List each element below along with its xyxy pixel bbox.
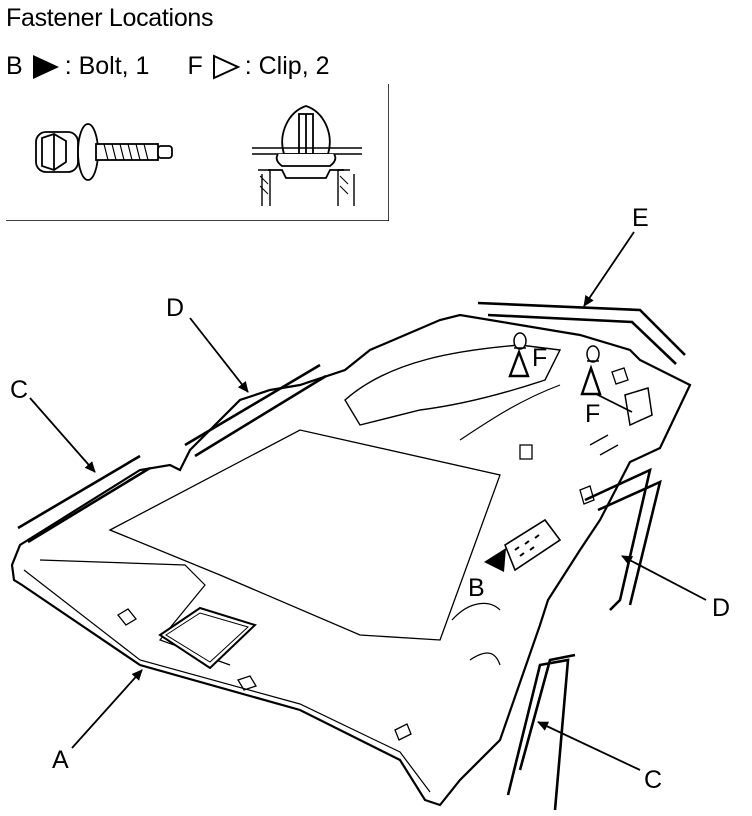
roof-panel bbox=[108, 429, 501, 641]
callout-b: B bbox=[468, 574, 485, 602]
clip-location-triangle-icon-upper bbox=[508, 348, 530, 378]
bolt-illustration bbox=[35, 123, 173, 181]
leader-d-top bbox=[189, 317, 249, 393]
callout-e: E bbox=[632, 204, 649, 232]
clip-letter: F bbox=[187, 52, 203, 80]
leader-c-bottom bbox=[537, 721, 641, 771]
clip-bracket bbox=[624, 387, 653, 427]
trim-strip-e bbox=[477, 301, 686, 365]
clip-location-triangle-icon-lower bbox=[580, 364, 602, 396]
clip-legend-text: : Clip, 2 bbox=[244, 52, 330, 80]
callout-d-right: D bbox=[712, 594, 731, 622]
trim-strip-d-top bbox=[184, 363, 327, 458]
legend-row: B : Bolt, 1 F : Clip, 2 bbox=[6, 52, 330, 81]
fastener-inset-panel bbox=[6, 84, 389, 221]
trim-strip-c-left bbox=[17, 454, 151, 544]
clip-outline-triangle-icon bbox=[212, 53, 241, 80]
bolt-filled-triangle-icon bbox=[32, 54, 59, 79]
leader-c-left bbox=[29, 397, 96, 473]
callout-d-top: D bbox=[166, 294, 185, 322]
trim-strip-d-right bbox=[584, 467, 662, 611]
diagram-title: Fastener Locations bbox=[6, 4, 214, 32]
leader-a bbox=[71, 669, 143, 749]
callout-f-lower: F bbox=[585, 400, 601, 428]
bolt-bracket bbox=[504, 518, 562, 572]
bolt-location-filled-triangle-icon bbox=[484, 548, 506, 572]
headliner-outline bbox=[10, 313, 692, 807]
leader-d-right bbox=[621, 555, 707, 601]
bolt-legend-text: : Bolt, 1 bbox=[64, 52, 150, 80]
clip-illustration bbox=[252, 105, 362, 206]
trim-strip-c-bottom bbox=[506, 653, 576, 811]
leader-e bbox=[583, 231, 635, 307]
callout-a: A bbox=[52, 746, 69, 774]
clip-pin-icons bbox=[513, 332, 600, 363]
callout-c-left: C bbox=[10, 376, 29, 404]
bolt-letter: B bbox=[6, 52, 23, 80]
leader-f-lower bbox=[591, 391, 633, 413]
trim-strips bbox=[17, 301, 686, 811]
callout-f-upper: F bbox=[532, 344, 548, 372]
callout-c-bottom: C bbox=[644, 766, 663, 794]
